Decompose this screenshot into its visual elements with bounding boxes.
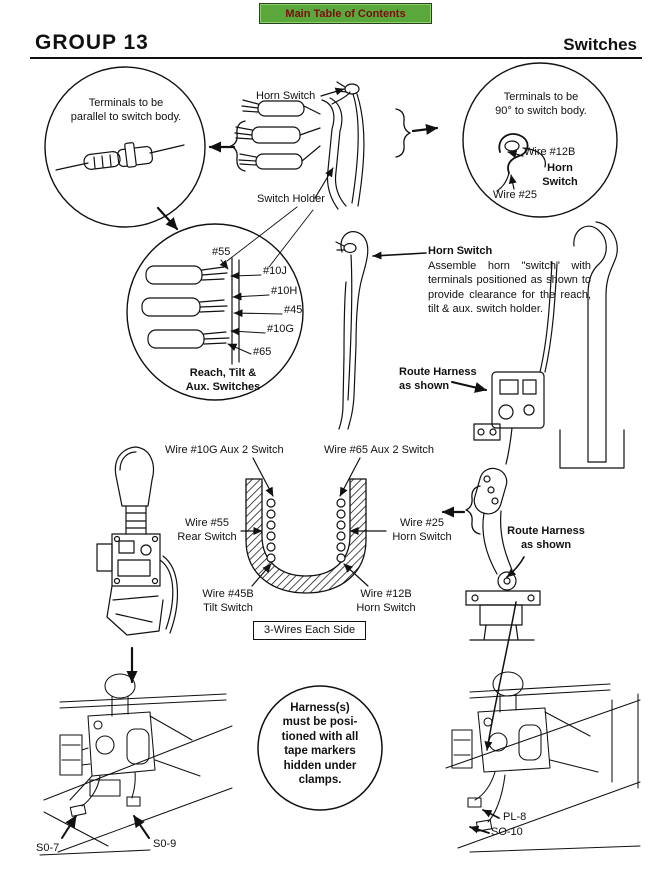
- machine-detail-left: [39, 673, 233, 856]
- group-title: GROUP 13: [35, 31, 149, 54]
- horn-switch-leader: [320, 87, 345, 97]
- callout-parallel-terminals: Terminals to be parallel to switch body.: [70, 97, 182, 123]
- harness-note-circle: [257, 685, 383, 811]
- label-wire-10g: #10G: [267, 323, 294, 335]
- s0-7-arrow: [61, 815, 77, 839]
- switch-assembly: [234, 81, 365, 210]
- label-wire-65: #65: [253, 346, 272, 358]
- label-s0-9: S0-9: [153, 838, 177, 850]
- label-wire-10j: #10J: [263, 265, 287, 277]
- column-and-switch-body: [473, 221, 625, 469]
- long-leader-arrow: [484, 601, 517, 751]
- switch-holder-leader: [314, 167, 334, 199]
- machine-detail-right: [445, 671, 641, 853]
- callout-90deg-terminals: Terminals to be 90° to switch body.: [495, 91, 587, 117]
- note-harness-positioning: Harness(s) must be posi- tioned with all…: [281, 702, 359, 786]
- label-wire-45: #45: [284, 304, 303, 316]
- reach-tilt-aux-wires-detail: [126, 223, 304, 401]
- section-title: Switches: [563, 35, 637, 54]
- label-wire-10g-aux2: Wire #10G Aux 2 Switch: [165, 444, 284, 456]
- callout-switch-holder: Switch Holder: [257, 193, 325, 205]
- label-horn-switch-circle: Horn Switch: [542, 162, 578, 188]
- handle-lever: [335, 231, 369, 430]
- label-pl-8: PL-8: [503, 811, 527, 823]
- label-wire-65-aux2: Wire #65 Aux 2 Switch: [324, 444, 435, 456]
- control-handle-assembly: [96, 446, 178, 636]
- header-divider: [30, 57, 642, 59]
- callout-route-harness-upper: Route Harness as shown: [399, 366, 477, 392]
- label-wire-12b-horn: Wire #12B Horn Switch: [356, 588, 416, 614]
- label-wire-55-rear: Wire #55 Rear Switch: [177, 517, 237, 543]
- label-wire-55: #55: [212, 246, 231, 258]
- zoom-leader-lines: [226, 206, 314, 268]
- label-wire-25-horn: Wire #25 Horn Switch: [392, 517, 452, 543]
- label-wire-12b-circle: Wire #12B: [524, 146, 576, 158]
- label-wire-25-circle: Wire #25: [493, 189, 538, 201]
- lever-and-plate-assembly: [465, 467, 541, 641]
- label-wire-45b-tilt: Wire #45B Tilt Switch: [202, 588, 254, 614]
- label-s0-7: S0-7: [36, 842, 60, 854]
- note-horn-switch-body: Assemble horn "switch" with terminals po…: [428, 260, 591, 315]
- s0-9-arrow: [133, 815, 150, 839]
- label-3-wires-each-side: 3-Wires Each Side: [253, 621, 367, 640]
- label-so-10: SO-10: [491, 826, 523, 838]
- right-angle-terminals-detail: [462, 62, 618, 218]
- label-wire-10h: #10H: [271, 285, 298, 297]
- pl-8-arrow: [482, 809, 500, 819]
- parallel-terminals-detail: [44, 66, 206, 228]
- switch-holder-cross-section: [240, 457, 387, 594]
- route-harness-lower-arrow: [506, 556, 525, 578]
- route-harness-upper-arrow: [451, 381, 487, 393]
- note-horn-switch-title: Horn Switch: [428, 245, 493, 257]
- zoom-arrows: [156, 108, 439, 231]
- callout-horn-switch-top: Horn Switch: [256, 90, 316, 102]
- brace: [465, 485, 481, 535]
- caption-reach-tilt-aux: Reach, Tilt & Aux. Switches: [185, 367, 261, 393]
- main-toc-button[interactable]: Main Table of Contents: [259, 3, 432, 24]
- so-10-arrow: [469, 825, 490, 834]
- horn-note-leader: [372, 251, 427, 260]
- callout-route-harness-lower: Route Harness as shown: [507, 525, 585, 551]
